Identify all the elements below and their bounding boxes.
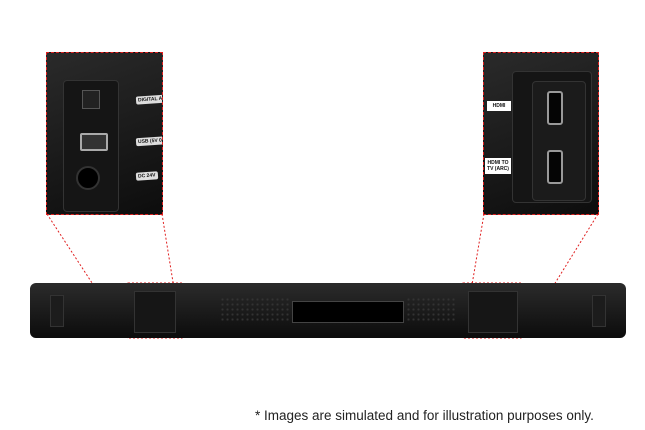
disclaimer-caption: * Images are simulated and for illustrat… [255, 408, 594, 423]
hdmi-port-icon [547, 91, 563, 125]
label-hdmi: HDMI [487, 101, 511, 111]
label-digital-audio: DIGITAL AUDIO IN [135, 93, 162, 105]
optical-port-icon [82, 90, 100, 109]
label-usb: USB (5V 0.5A) [135, 135, 162, 147]
soundbar [30, 283, 626, 338]
label-dc: DC 24V [135, 171, 158, 181]
right-port-closeup: HDMI HDMI TO TV (ARC) [483, 52, 599, 215]
usb-port-icon [80, 133, 108, 151]
left-port-closeup: DIGITAL AUDIO IN USB (5V 0.5A) DC 24V [46, 52, 163, 215]
dc-power-port-icon [76, 166, 100, 190]
label-hdmi-arc: HDMI TO TV (ARC) [485, 158, 511, 174]
hdmi-arc-port-icon [547, 150, 563, 184]
